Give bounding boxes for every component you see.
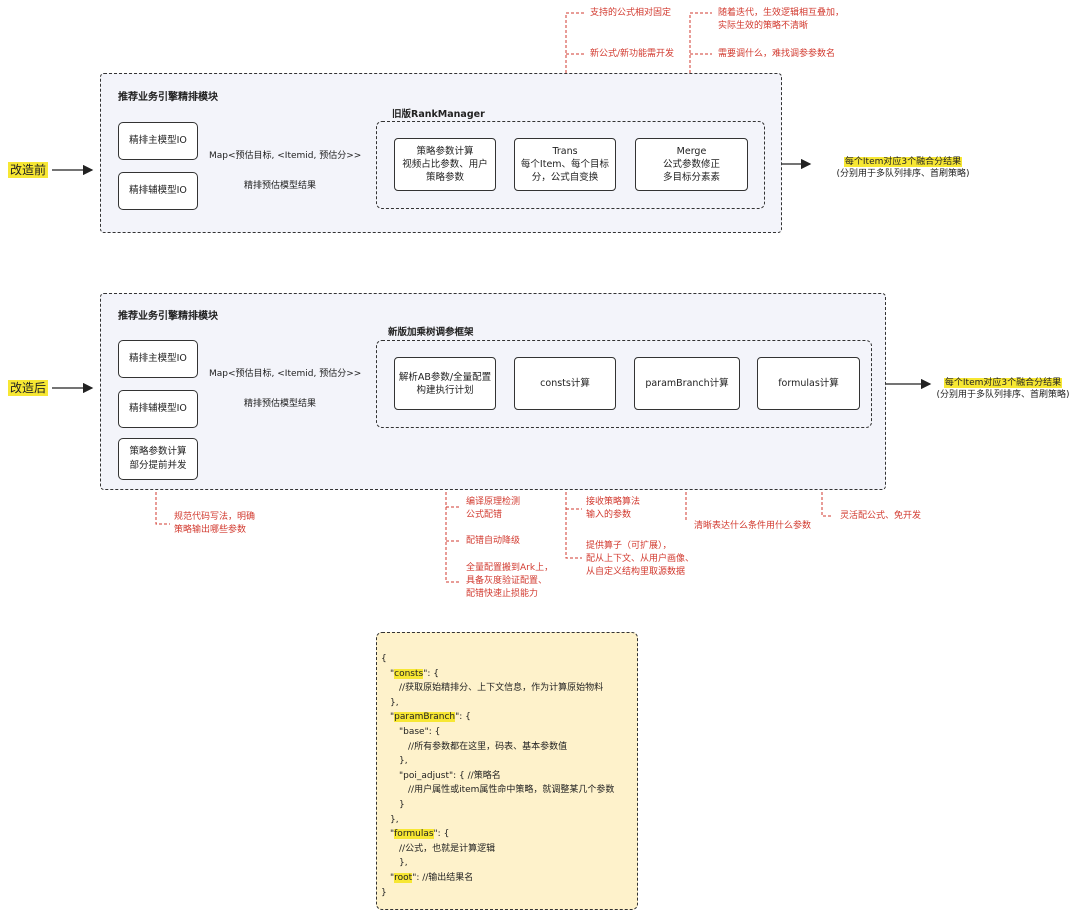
code-line: { — [381, 653, 387, 665]
code-line: //获取原始精排分、上下文信息，作为计算原始物料 — [399, 682, 603, 694]
before-main-model-io: 精排主模型IO — [118, 122, 198, 160]
before-map-label: Map<预估目标, <Itemid, 预估分>> — [209, 151, 362, 161]
code-line: }, — [390, 814, 399, 826]
before-merge-box: Merge 公式参数修正 多目标分素素 — [635, 138, 748, 191]
before-note-trans-bottom: 新公式/新功能需开发 — [590, 49, 675, 59]
code-text: ": //输出结果名 — [412, 873, 474, 883]
after-inner-title: 新版加乘树调参框架 — [388, 327, 474, 338]
after-note-parse-2: 配错自动降级 — [466, 536, 521, 546]
code-key-highlight: paramBranch — [394, 712, 456, 723]
after-map-label: Map<预估目标, <Itemid, 预估分>> — [209, 369, 362, 379]
code-text: }, — [399, 756, 408, 767]
before-inner-frame — [376, 121, 765, 209]
after-note-formulas: 灵活配公式、免开发 — [840, 511, 922, 521]
code-text: }, — [390, 814, 399, 825]
code-line: "formulas": { — [390, 828, 449, 840]
before-trans-box: Trans 每个Item、每个目标 分，公式自变换 — [514, 138, 616, 191]
code-line: //用户属性或item属性命中策略，就调整某几个参数 — [408, 784, 614, 796]
after-map-sublabel: 精排预估模型结果 — [244, 399, 317, 409]
after-result-line1: 每个Item对应3个融合分结果 — [943, 378, 1063, 388]
after-note-consts-1: 接收策略算法 输入的参数 — [586, 497, 641, 520]
after-note-io: 规范代码写法，明确 策略输出哪些参数 — [174, 512, 256, 535]
after-note-parse-1: 编译原理检测 公式配错 — [466, 497, 521, 520]
code-text: " — [390, 873, 395, 883]
code-line: }, — [390, 697, 399, 709]
before-result-line1: 每个Item对应3个融合分结果 — [843, 157, 963, 167]
code-line: "consts": { — [390, 668, 439, 680]
after-note-branch: 清晰表达什么条件用什么参数 — [694, 521, 812, 531]
after-consts-box: consts计算 — [514, 357, 616, 410]
before-inner-title: 旧版RankManager — [392, 109, 485, 120]
code-line: "root": //输出结果名 — [390, 872, 473, 884]
after-panel-title: 推荐业务引擎精排模块 — [118, 311, 218, 322]
before-map-sublabel: 精排预估模型结果 — [244, 181, 317, 191]
after-note-parse-3: 全量配置搬到Ark上， 具备灰度验证配置、 配错快速止损能力 — [466, 563, 554, 599]
code-key-highlight: formulas — [394, 829, 434, 840]
code-text: " — [390, 668, 395, 679]
code-text: ": { — [423, 668, 439, 679]
code-text: ": { — [455, 712, 471, 723]
after-aux-model-io: 精排辅模型IO — [118, 390, 198, 428]
after-parambranch-box: paramBranch计算 — [634, 357, 740, 410]
code-text: //公式，也就是计算逻辑 — [399, 843, 496, 854]
before-strategy-box: 策略参数计算 视频占比参数、用户 策略参数 — [394, 138, 496, 191]
code-line: }, — [399, 755, 408, 767]
code-text: } — [399, 800, 405, 810]
code-line: //所有参数都在这里，码表、基本参数值 — [408, 741, 567, 753]
code-line: "paramBranch": { — [390, 711, 471, 723]
code-key-highlight: root — [394, 873, 413, 883]
code-key-highlight: consts — [394, 668, 424, 679]
after-side-label: 改造后 — [8, 380, 49, 396]
code-line: }, — [399, 857, 408, 869]
after-note-consts-2: 提供算子（可扩展）， 配从上下文、从用户画像、 从自定义结构里取源数据 — [586, 541, 695, 577]
code-text: ": { — [433, 829, 450, 840]
before-panel-title: 推荐业务引擎精排模块 — [118, 92, 218, 103]
after-result: 每个Item对应3个融合分结果 (分别用于多队列排序、首刷策略) — [928, 377, 1078, 401]
code-line: } — [381, 887, 387, 899]
after-strategy-precompute: 策略参数计算 部分提前并发 — [118, 438, 198, 480]
code-line: "base": { — [399, 726, 440, 738]
code-text: " — [390, 712, 395, 723]
code-text: "poi_adjust": { //策略名 — [399, 770, 501, 781]
code-text: "base": { — [399, 727, 441, 737]
after-main-model-io: 精排主模型IO — [118, 340, 198, 378]
after-parse-box: 解析AB参数/全量配置 构建执行计划 — [394, 357, 496, 410]
before-note-merge-top: 随着迭代，生效逻辑相互叠加， 实际生效的策略不清晰 — [718, 8, 845, 31]
code-text: //所有参数都在这里，码表、基本参数值 — [408, 741, 568, 752]
code-text: } — [381, 887, 387, 898]
after-result-line2: (分别用于多队列排序、首刷策略) — [936, 390, 1070, 400]
code-line: } — [399, 799, 405, 811]
config-code-box: {"consts": {//获取原始精排分、上下文信息，作为计算原始物料},"p… — [376, 632, 638, 910]
code-text: { — [381, 654, 387, 664]
code-text: //获取原始精排分、上下文信息，作为计算原始物料 — [399, 683, 604, 694]
before-note-merge-bottom: 需要调什么，难找调参参数名 — [718, 49, 836, 59]
before-side-label: 改造前 — [8, 162, 49, 178]
after-formulas-box: formulas计算 — [757, 357, 860, 410]
code-text: }, — [390, 697, 399, 708]
code-line: //公式，也就是计算逻辑 — [399, 843, 495, 855]
before-result: 每个Item对应3个融合分结果 (分别用于多队列排序、首刷策略) — [818, 156, 988, 180]
before-note-trans-top: 支持的公式相对固定 — [590, 8, 672, 18]
after-inner-frame — [376, 340, 872, 428]
before-aux-model-io: 精排辅模型IO — [118, 172, 198, 210]
code-line: "poi_adjust": { //策略名 — [399, 770, 501, 782]
code-text: " — [390, 829, 395, 840]
code-text: }, — [399, 858, 408, 869]
code-text: //用户属性或item属性命中策略，就调整某几个参数 — [408, 785, 615, 796]
before-result-line2: (分别用于多队列排序、首刷策略) — [836, 169, 970, 179]
